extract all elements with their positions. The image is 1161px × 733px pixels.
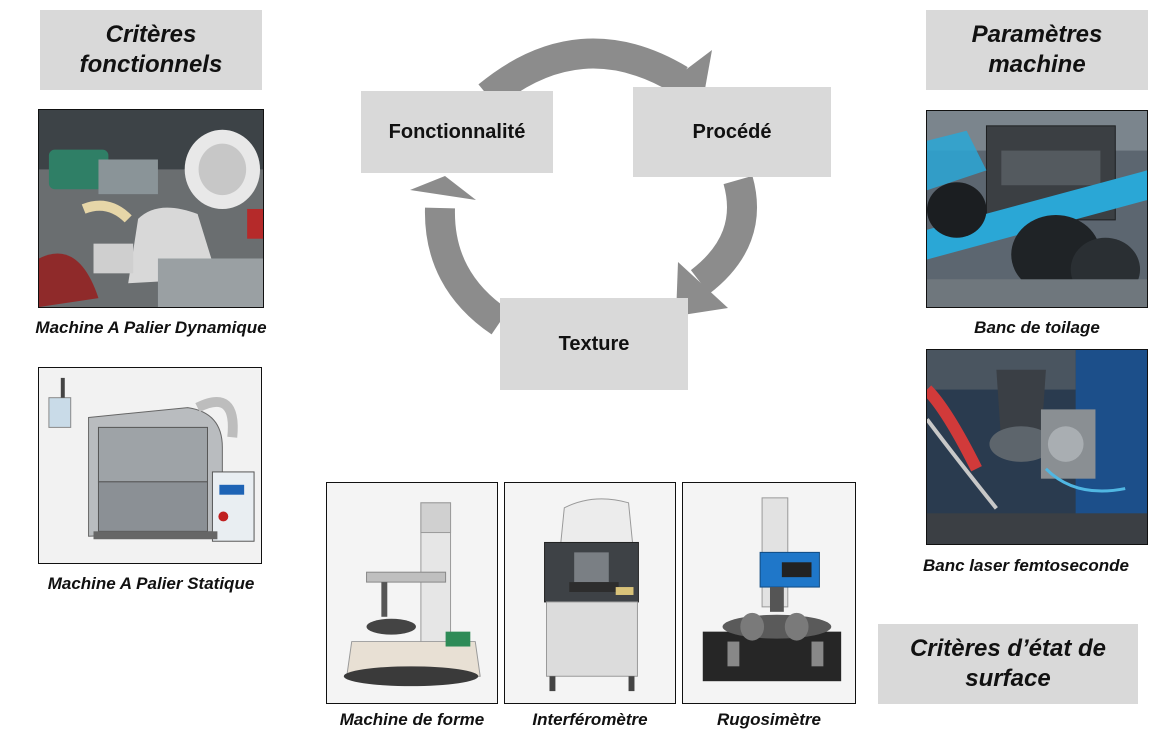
cycle-box-texture: Texture (500, 298, 688, 390)
cycle-label-texture: Texture (558, 332, 630, 355)
cycle-label-fonctionnalite: Fonctionnalité (388, 120, 526, 143)
cycle-box-procede: Procédé (633, 87, 831, 177)
photo-palier-statique (38, 367, 262, 564)
arrow-procede-to-texture (676, 175, 757, 316)
cycle-label-procede: Procédé (692, 120, 772, 143)
arrow-texture-to-fonctionnalite (410, 176, 509, 335)
photo-interferometre (504, 482, 676, 704)
caption-banc-laser: Banc laser femtoseconde (923, 556, 1129, 575)
header-criteres-fonctionnels-text: Critères fonctionnels (79, 21, 223, 78)
cycle-box-fonctionnalite: Fonctionnalité (361, 91, 553, 173)
header-criteres-etat-surface-text: Critères d’état de surface (909, 635, 1107, 692)
caption-banc-toilage: Banc de toilage (974, 318, 1100, 337)
caption-interferometre: Interféromètre (532, 710, 648, 729)
photo-palier-dynamique (38, 109, 264, 308)
photo-banc-laser (926, 349, 1148, 545)
photo-rugosimetre (682, 482, 856, 704)
photo-machine-forme (326, 482, 498, 704)
caption-rugosimetre: Rugosimètre (717, 710, 821, 729)
header-parametres-machine: Paramètres machine (926, 10, 1148, 90)
photo-banc-toilage (926, 110, 1148, 308)
caption-palier-statique: Machine A Palier Statique (47, 574, 255, 593)
caption-palier-dynamique: Machine A Palier Dynamique (35, 318, 267, 337)
header-criteres-etat-surface: Critères d’état de surface (878, 624, 1138, 704)
header-criteres-fonctionnels: Critères fonctionnels (40, 10, 262, 90)
caption-machine-forme: Machine de forme (339, 710, 485, 729)
header-parametres-machine-text: Paramètres machine (971, 21, 1103, 78)
